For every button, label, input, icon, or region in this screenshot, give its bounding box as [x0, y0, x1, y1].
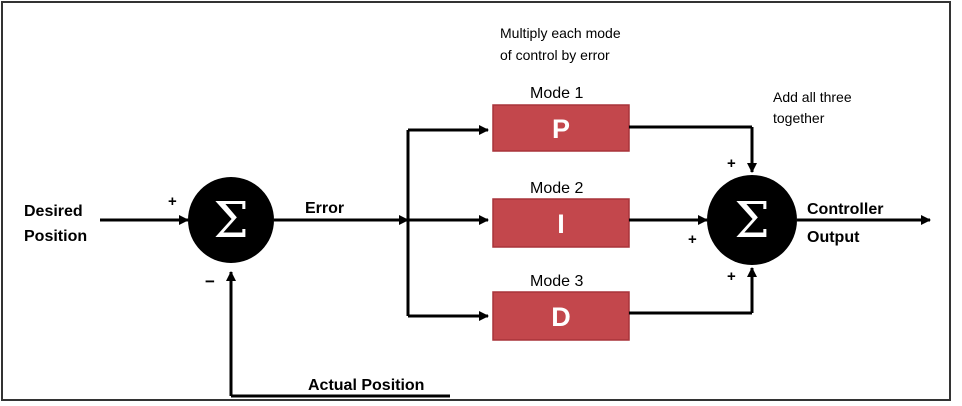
- sum-plus-top: +: [727, 155, 736, 172]
- mode-1-block: [492, 104, 630, 152]
- add-note-line1: Add all three: [773, 89, 852, 105]
- output-summing-junction: [707, 175, 797, 265]
- actual-position-label: Actual Position: [308, 377, 424, 394]
- output-sigma-symbol: Σ: [734, 191, 769, 249]
- multiply-note-line1: Multiply each mode: [500, 25, 621, 41]
- mode-2-title: Mode 2: [530, 180, 583, 197]
- controller-output-label-line1: Controller: [807, 201, 883, 218]
- diagram-border: [1, 1, 951, 401]
- desired-position-label-line2: Position: [24, 228, 87, 245]
- mode-3-letter: D: [551, 302, 571, 332]
- mode-2-letter: I: [557, 209, 565, 239]
- add-note-line2: together: [773, 110, 825, 126]
- mode-1-title: Mode 1: [530, 85, 583, 102]
- multiply-note-line2: of control by error: [500, 47, 610, 63]
- feedback-minus-sign: −: [205, 272, 215, 291]
- error-summing-junction: [188, 177, 274, 263]
- mode-3-title: Mode 3: [530, 273, 583, 290]
- controller-output-label-line2: Output: [807, 229, 860, 246]
- sum-plus-left: +: [688, 231, 697, 248]
- error-label: Error: [305, 200, 344, 217]
- sum-plus-bottom: +: [727, 268, 736, 285]
- mode-2-block: [492, 198, 630, 248]
- desired-position-label-line1: Desired: [24, 203, 83, 220]
- input-plus-sign: +: [168, 193, 177, 210]
- mode-1-letter: P: [552, 114, 570, 144]
- mode-3-block: [492, 291, 630, 341]
- error-sigma-symbol: Σ: [213, 191, 248, 249]
